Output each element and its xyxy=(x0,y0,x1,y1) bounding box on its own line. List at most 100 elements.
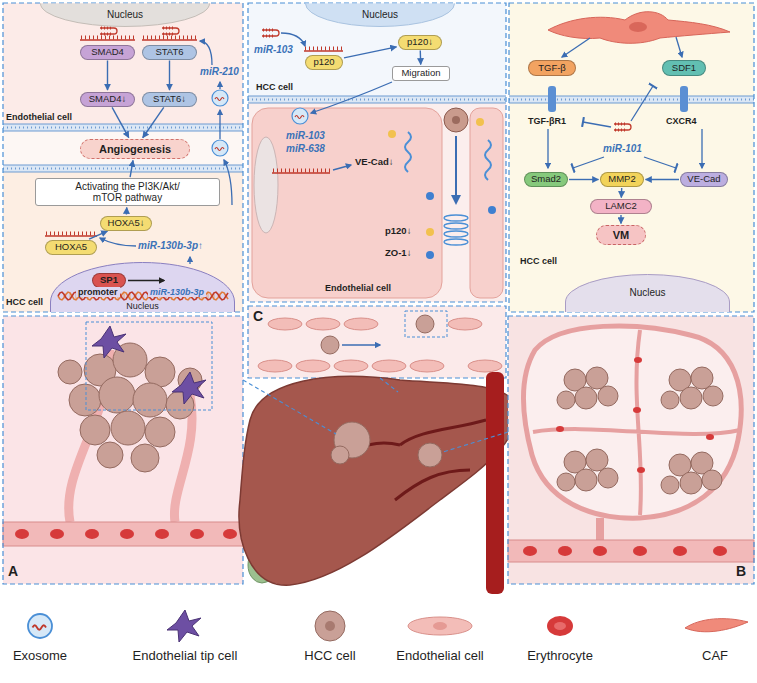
tumor-angiogenesis-scene xyxy=(3,522,243,546)
panel-c-detail xyxy=(485,140,491,180)
node-text: Nucleus xyxy=(126,301,159,311)
panel-c-detail xyxy=(248,3,506,302)
protein-pill: MMP2 xyxy=(600,172,644,187)
panel-a-detail xyxy=(224,160,232,205)
cell-label: Endothelial cell xyxy=(6,112,72,122)
edge-arrow xyxy=(344,47,397,58)
intravasation-scene xyxy=(468,360,502,372)
panel-c-detail xyxy=(254,137,278,233)
tumor-angiogenesis-scene xyxy=(172,372,206,404)
mirna-label: miR-130b-3p xyxy=(148,287,206,297)
vasculogenic-mimicry-scene xyxy=(593,546,607,556)
node-text: TGF-β xyxy=(538,63,566,74)
node-outline xyxy=(306,4,455,27)
panel-a-detail xyxy=(219,110,220,139)
panel-a-detail xyxy=(81,36,197,40)
vasculogenic-mimicry-scene xyxy=(713,546,727,556)
panel-c-detail xyxy=(273,169,330,173)
tumor-angiogenesis-scene xyxy=(85,529,99,539)
liver-illustration xyxy=(239,376,516,585)
legend-text: Endothelial tip cell xyxy=(133,648,238,664)
tumor-angiogenesis-scene xyxy=(50,529,64,539)
vasculogenic-mimicry-scene xyxy=(557,473,575,491)
panel-c-detail xyxy=(444,215,468,221)
node-text: VM xyxy=(613,229,630,242)
vasculogenic-mimicry-scene xyxy=(508,316,754,584)
panel-c-detail xyxy=(388,130,396,138)
panel-c-detail xyxy=(444,108,468,132)
vasculogenic-mimicry-scene xyxy=(523,546,537,556)
panel-c-detail xyxy=(426,192,434,200)
node-outline xyxy=(566,275,730,313)
vasculogenic-mimicry-scene xyxy=(634,357,642,363)
panel-c-detail xyxy=(304,50,343,51)
panel-a-detail xyxy=(46,232,97,236)
mirna-label: miR-210 xyxy=(200,66,239,78)
edge-arrow xyxy=(646,179,680,180)
panel-c-detail xyxy=(476,118,484,126)
tumor-angiogenesis-scene xyxy=(190,529,204,539)
tumor-angiogenesis-scene xyxy=(3,316,243,584)
panel-b-detail xyxy=(562,38,590,57)
panel-a-detail xyxy=(3,3,243,124)
outcome-pill: Angiogenesis xyxy=(80,139,190,159)
intravasation-scene xyxy=(372,360,406,372)
node-outline xyxy=(566,275,730,313)
vasculogenic-mimicry-scene xyxy=(633,407,641,413)
vasculogenic-mimicry-scene xyxy=(508,540,754,562)
edge-arrow xyxy=(420,51,422,65)
panel-c-detail xyxy=(292,108,308,124)
panel-c-detail xyxy=(333,165,351,170)
protein-pill: SMAD4↓ xyxy=(80,92,135,107)
legend-text: CAF xyxy=(702,648,728,664)
tumor-angiogenesis-scene xyxy=(3,316,243,584)
panel-a-detail xyxy=(3,165,243,172)
intravasation-scene xyxy=(248,306,506,378)
cell-label: HCC cell xyxy=(256,82,293,92)
node-outline xyxy=(51,263,235,313)
node-text: SP1 xyxy=(100,275,118,286)
node-text: SMAD4 xyxy=(91,47,124,58)
legend-icon xyxy=(433,622,447,630)
legend-icon xyxy=(554,622,566,630)
mirna-label: miR-103 xyxy=(286,130,325,142)
panel-c-detail xyxy=(444,231,468,237)
panel-c-detail xyxy=(252,108,442,298)
legend-icon xyxy=(547,616,573,636)
cell-label: HCC cell xyxy=(520,256,557,266)
panel-a-detail xyxy=(219,82,220,89)
node-text: Activating the PI3K/Akt/ mTOR pathway xyxy=(65,181,190,204)
vasculogenic-mimicry-scene xyxy=(523,326,741,518)
legend-icon xyxy=(325,621,335,631)
vasculogenic-mimicry-scene xyxy=(680,387,702,409)
protein-label: VE-Cad↓ xyxy=(355,157,394,168)
intravasation-scene xyxy=(258,360,292,372)
panel-b-detail xyxy=(573,157,604,168)
tumor-angiogenesis-scene xyxy=(58,360,82,384)
panel-a-detail xyxy=(3,165,243,172)
edge-arrow xyxy=(89,231,107,239)
tumor-angiogenesis-scene xyxy=(223,529,237,539)
tumor-angiogenesis-scene xyxy=(155,529,169,539)
ligand-pill: SDF1 xyxy=(662,60,706,76)
nucleus-shape: Nucleus xyxy=(565,274,730,312)
vasculogenic-mimicry-scene xyxy=(586,449,608,471)
vasculogenic-mimicry-scene xyxy=(533,330,740,515)
edge-arrow xyxy=(130,160,133,177)
panel-c-detail xyxy=(311,82,392,113)
intravasation-scene xyxy=(416,315,434,333)
panel-a-detail xyxy=(189,257,190,264)
mirna-label: miR-638 xyxy=(286,143,325,155)
panel-c-detail xyxy=(470,108,503,298)
intravasation-scene xyxy=(334,360,368,372)
panel-a-detail xyxy=(100,28,117,34)
node-text: Angiogenesis xyxy=(99,143,171,156)
protein-pill: SMAD4 xyxy=(80,45,135,60)
protein-pill: HOXA5 xyxy=(45,240,97,255)
panel-a-detail xyxy=(212,90,228,106)
panel-b-detail xyxy=(614,124,631,130)
edge-arrow xyxy=(569,179,599,180)
edge-arrow xyxy=(169,61,170,91)
protein-pill: HOXA5↓ xyxy=(100,216,152,231)
intravasation-scene xyxy=(410,360,444,372)
